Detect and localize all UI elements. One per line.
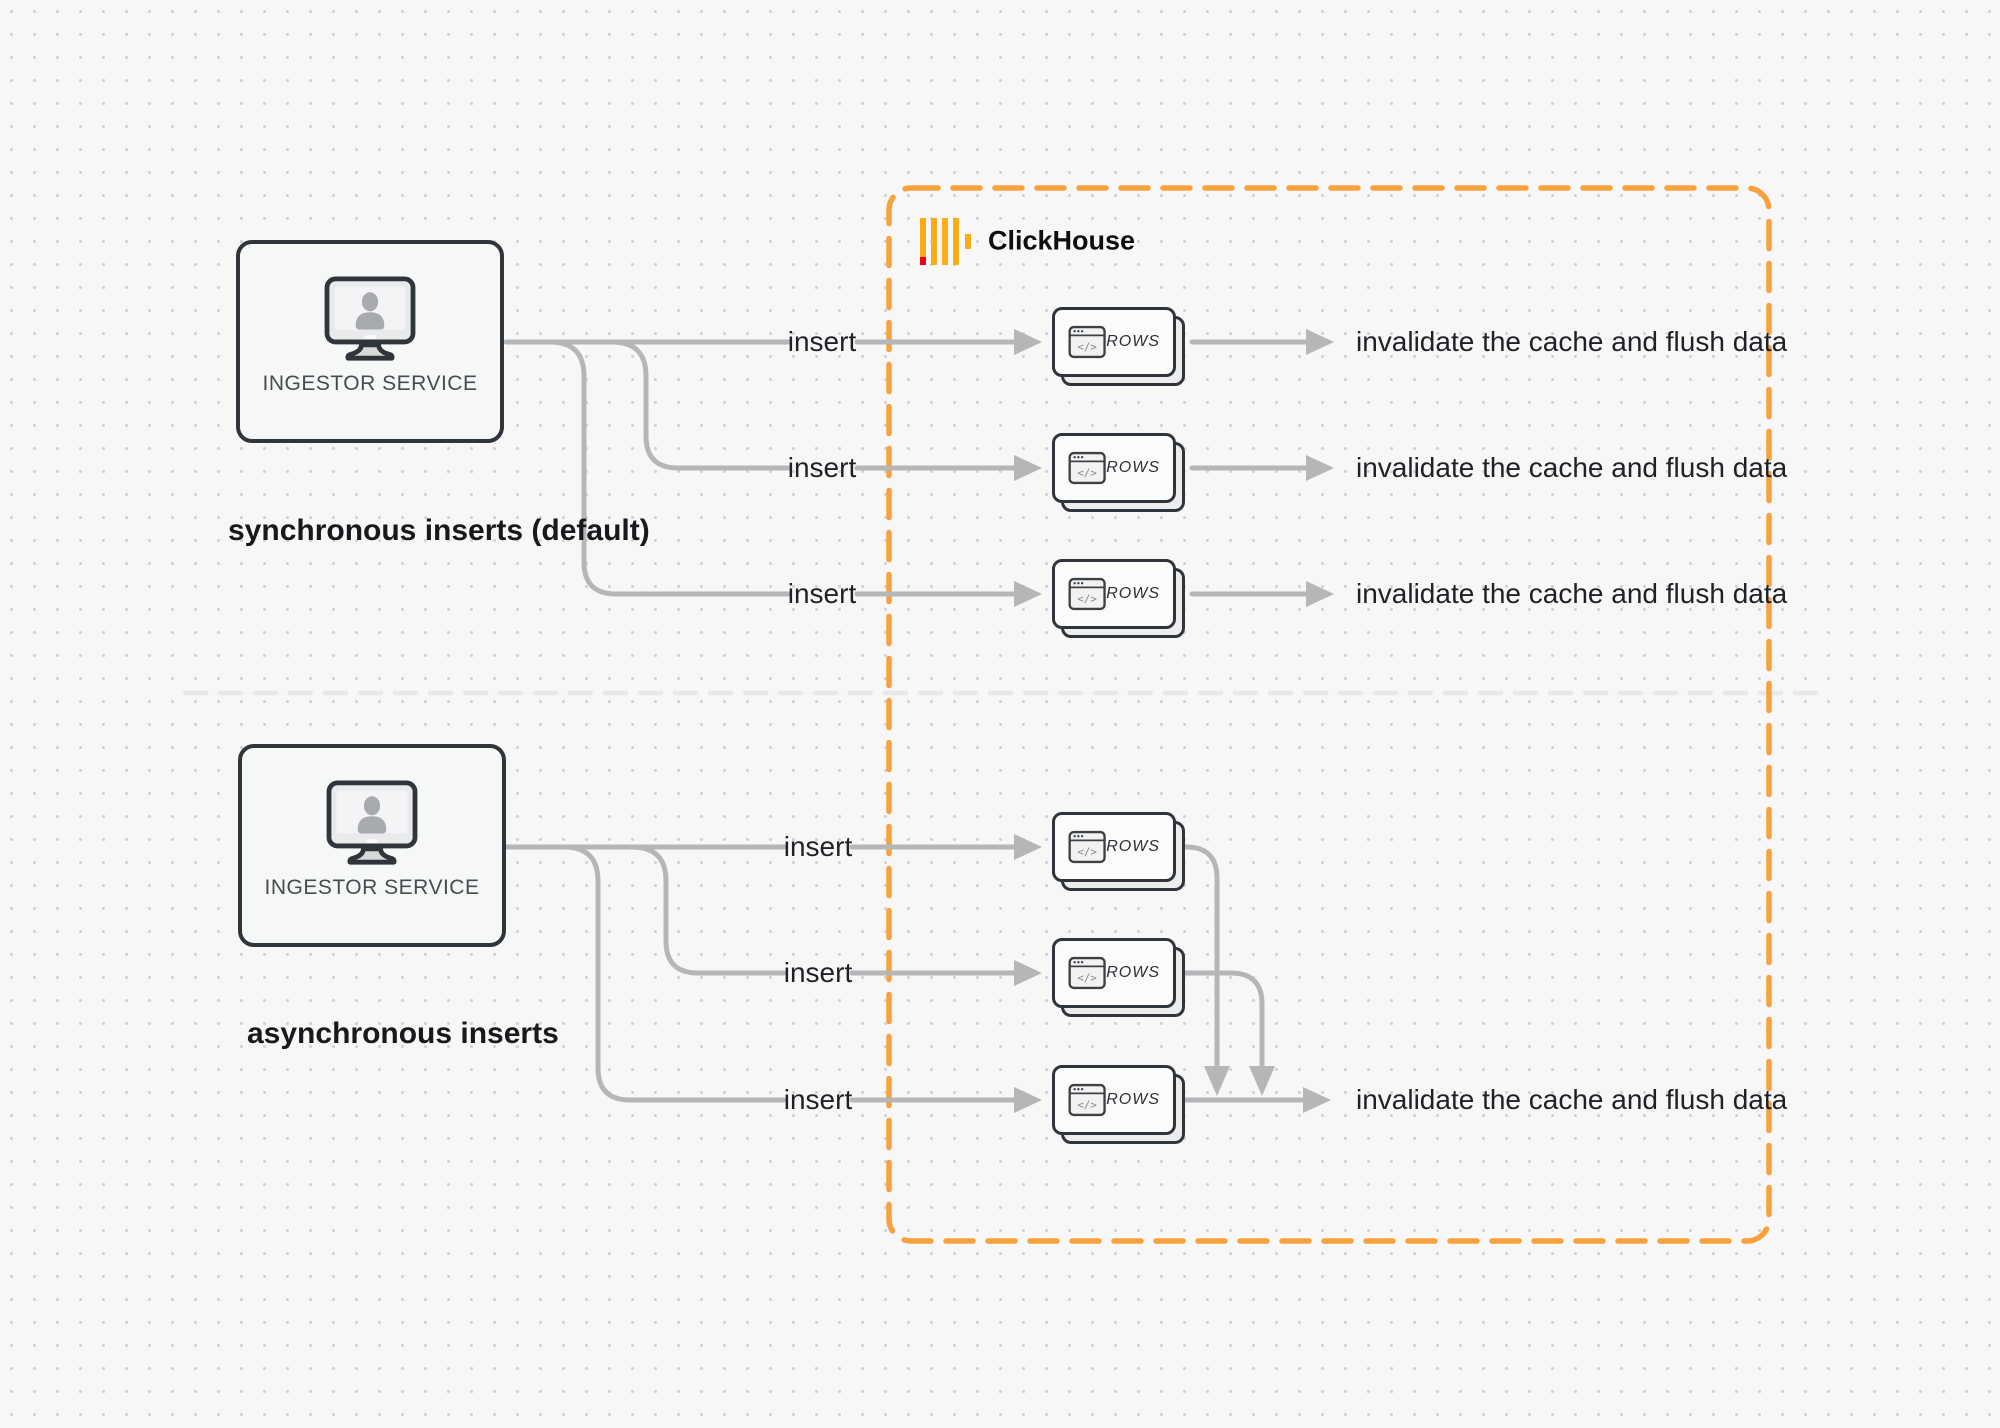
rows-label: ROWS <box>1106 459 1160 476</box>
async-insert-label-1: insert <box>783 831 853 862</box>
code-glyph: </> <box>1077 340 1097 353</box>
sync-result-label-2: invalidate the cache and flush data <box>1356 452 1788 483</box>
code-window-icon: </> <box>1068 577 1106 611</box>
sync-result-label-1: invalidate the cache and flush data <box>1356 326 1788 357</box>
sync-connectors <box>503 329 1334 607</box>
clickhouse-logo-bar <box>965 234 971 249</box>
code-window-icon: </> <box>1068 830 1106 864</box>
code-glyph: </> <box>1077 592 1097 605</box>
rows-label: ROWS <box>1106 838 1160 855</box>
ingestor-service-box-async: INGESTOR SERVICE <box>238 744 506 947</box>
code-window-icon: </> <box>1068 325 1106 359</box>
sync-insert-label-2: insert <box>787 452 857 483</box>
code-window-icon: </> <box>1068 956 1106 990</box>
code-window-icon: </> <box>1068 451 1106 485</box>
sync-result-label-3: invalidate the cache and flush data <box>1356 578 1788 609</box>
code-glyph: </> <box>1077 971 1097 984</box>
rows-label: ROWS <box>1106 1091 1160 1108</box>
ingestor-service-label: INGESTOR SERVICE <box>264 876 480 899</box>
async-insert-label-3: insert <box>783 1084 853 1115</box>
rows-card-async-3: </> ROWS <box>1052 1065 1185 1144</box>
async-insert-label-2: insert <box>783 957 853 988</box>
code-glyph: </> <box>1077 1098 1097 1111</box>
async-caption: asynchronous inserts <box>247 1017 559 1050</box>
rows-card-sync-1: </> ROWS <box>1052 307 1185 386</box>
clickhouse-title: ClickHouse <box>988 225 1136 256</box>
ingestor-service-box-sync: INGESTOR SERVICE <box>236 240 504 443</box>
code-glyph: </> <box>1077 466 1097 479</box>
rows-card-sync-3: </> ROWS <box>1052 559 1185 638</box>
monitor-user-icon <box>324 276 416 361</box>
rows-card-async-2: </> ROWS <box>1052 938 1185 1017</box>
rows-label: ROWS <box>1106 333 1160 350</box>
ingestor-service-label: INGESTOR SERVICE <box>262 372 478 395</box>
async-connectors <box>503 834 1331 1113</box>
clickhouse-logo-bar <box>931 218 937 265</box>
rows-label: ROWS <box>1106 585 1160 602</box>
rows-label: ROWS <box>1106 964 1160 981</box>
clickhouse-logo <box>920 218 978 266</box>
clickhouse-logo-red-mark <box>920 257 926 265</box>
clickhouse-logo-bar <box>953 218 959 265</box>
sync-insert-label-1: insert <box>787 326 857 357</box>
code-glyph: </> <box>1077 845 1097 858</box>
rows-card-async-1: </> ROWS <box>1052 812 1185 891</box>
async-result-label: invalidate the cache and flush data <box>1356 1084 1788 1115</box>
clickhouse-logo-bar <box>942 218 948 265</box>
rows-card-sync-2: </> ROWS <box>1052 433 1185 512</box>
clickhouse-boundary <box>886 185 1772 1244</box>
clickhouse-logo-bar <box>920 218 926 265</box>
monitor-user-icon <box>326 780 418 865</box>
code-window-icon: </> <box>1068 1083 1106 1117</box>
sync-caption: synchronous inserts (default) <box>228 514 650 547</box>
sync-insert-label-3: insert <box>787 578 857 609</box>
